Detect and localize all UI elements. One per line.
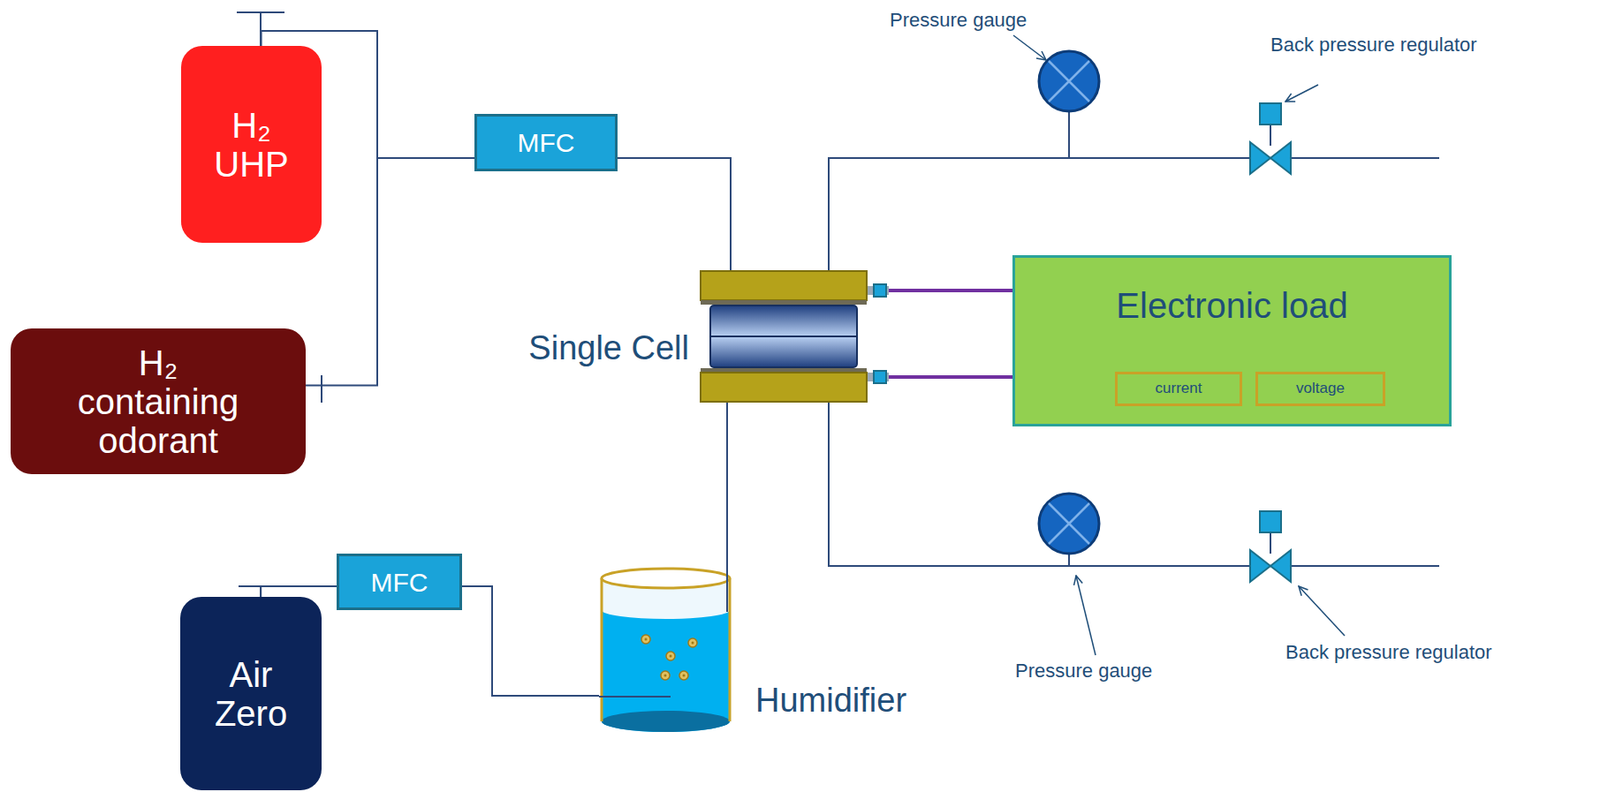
gas-line — [305, 158, 475, 386]
callout-label: Pressure gauge — [889, 9, 1027, 31]
electronic-load: Electronic load current voltage — [1012, 255, 1452, 427]
node-label: current — [1155, 380, 1203, 398]
gas-cylinder: H₂ UHP — [181, 45, 322, 243]
mass-flow-controller: MFC — [336, 553, 463, 611]
air-line — [462, 586, 600, 698]
callout-label: Back pressure regulator — [1270, 34, 1478, 56]
gas-line — [617, 158, 731, 271]
callout-label: Back pressure regulator — [1285, 642, 1493, 664]
node-label: H₂ UHP — [203, 106, 301, 184]
node-label: Electronic load — [1015, 286, 1449, 326]
node-label: Air Zero — [202, 655, 300, 734]
humidifier: Humidifier — [599, 566, 733, 736]
gas-cylinder: H₂ containing odorant — [10, 328, 306, 475]
power-wire — [867, 375, 1013, 380]
node-label: voltage — [1296, 380, 1345, 398]
air-line — [725, 402, 728, 567]
single-cell-drawing — [699, 270, 868, 403]
gas-cylinder: Air Zero — [180, 597, 322, 791]
callout-label: Pressure gauge — [1015, 660, 1153, 683]
node-label: Single Cell — [528, 330, 690, 368]
mass-flow-controller: MFC — [474, 113, 618, 172]
node-label: MFC — [371, 568, 429, 598]
single-cell: Single Cell — [699, 270, 868, 403]
humidifier-drawing — [599, 566, 733, 736]
readout-box: voltage — [1255, 371, 1386, 407]
power-wire — [867, 288, 1013, 293]
readout-box: current — [1114, 371, 1243, 407]
node-label: Humidifier — [755, 682, 907, 721]
node-label: MFC — [517, 128, 576, 158]
node-label: H₂ containing odorant — [56, 343, 260, 461]
air-line — [260, 586, 337, 598]
